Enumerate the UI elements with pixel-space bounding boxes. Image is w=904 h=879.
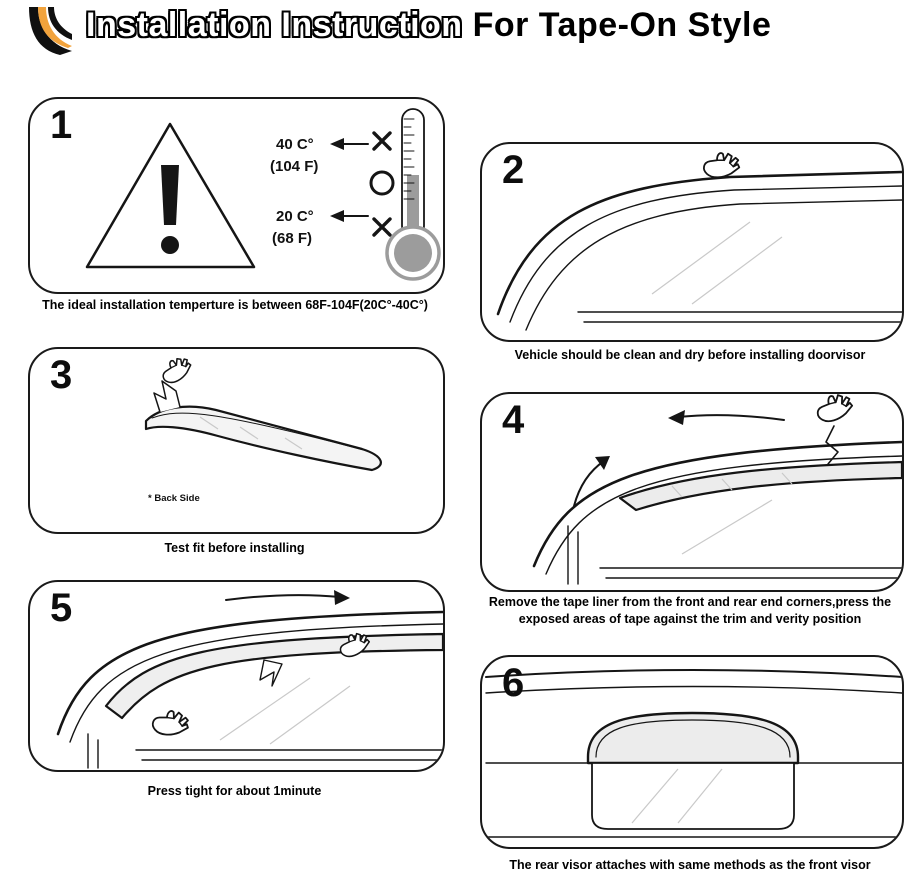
temp-high-c-label: 40 C° — [276, 136, 314, 153]
press-visor-illustration — [56, 590, 443, 769]
step-1-number: 1 — [50, 103, 73, 147]
right-arrow-icon — [225, 590, 350, 605]
roof-lines — [485, 669, 902, 694]
step-6-number: 6 — [502, 661, 525, 705]
temp-low-c-label: 20 C° — [276, 208, 314, 225]
car-window-outline — [56, 610, 443, 769]
glass-reflection-lines — [651, 221, 783, 305]
rear-visor-illustration — [485, 669, 902, 838]
step-1-caption: The ideal installation temperture is bet… — [42, 298, 428, 312]
temp-high-f-label: (104 F) — [270, 158, 318, 175]
step-4-number: 4 — [502, 398, 525, 442]
exclamation-bar — [161, 165, 179, 225]
peeled-tape-liner — [153, 380, 181, 413]
visor-shape — [618, 460, 902, 512]
left-arrow-icon-bottom — [330, 210, 369, 222]
visor-test-fit-illustration: * Back Side — [144, 354, 382, 504]
body-lines — [485, 762, 902, 838]
visor-shape — [144, 405, 382, 472]
left-arrow-icon-top — [330, 138, 369, 150]
step-2-caption: Vehicle should be clean and dry before i… — [514, 348, 866, 362]
step-6-caption: The rear visor attaches with same method… — [509, 858, 871, 872]
tape-tab — [259, 659, 283, 687]
exclamation-dot — [161, 236, 179, 254]
brand-orange-wedge — [38, 7, 72, 48]
hand-icon — [815, 394, 855, 424]
step-1-panel: 1 40 C° (104 F) 20 C° (68 F) — [28, 97, 445, 294]
glass-reflection-line — [681, 499, 773, 555]
step-3-number: 3 — [50, 353, 73, 397]
clean-window-illustration — [496, 149, 902, 331]
back-side-label: * Back Side — [148, 493, 200, 504]
step-2-panel: 2 — [480, 142, 904, 342]
left-arrow-icon — [668, 410, 785, 425]
car-window-outline — [496, 170, 902, 331]
car-window-outline — [532, 440, 902, 585]
remove-liner-illustration — [532, 394, 902, 585]
rear-window-outline — [591, 762, 795, 830]
warning-triangle-icon — [85, 122, 256, 269]
curved-up-arrow-icon — [573, 456, 610, 507]
step-3-panel: 3 * Back Side — [28, 347, 445, 534]
temp-low-f-label: (68 F) — [272, 230, 312, 247]
thermometer-icon — [385, 108, 441, 281]
step-4-panel: 4 — [480, 392, 904, 592]
title-outline: Installation Instruction — [86, 6, 463, 44]
tape-liner-strip — [825, 425, 839, 465]
step-3-caption: Test fit before installing — [164, 541, 305, 555]
brand-icon — [29, 7, 72, 55]
ok-circle-icon — [369, 170, 395, 196]
visor-shape — [586, 711, 800, 765]
brand-outer-wedge — [29, 7, 72, 55]
title-solid: For Tape-On Style — [472, 6, 772, 44]
hand-icon — [158, 354, 195, 386]
brand-inner-wedge — [48, 7, 72, 40]
cross-icon-bottom — [372, 217, 392, 237]
visor-shape — [104, 632, 443, 720]
cross-icon-top — [372, 131, 392, 151]
step-4-caption: Remove the tape liner from the front and… — [488, 595, 892, 626]
glass-reflection-lines — [219, 677, 351, 745]
step-2-number: 2 — [502, 148, 525, 192]
step-5-caption: Press tight for about 1minute — [147, 784, 322, 798]
temperature-illustration: 40 C° (104 F) 20 C° (68 F) — [85, 108, 441, 281]
hand-icon-left — [149, 705, 193, 742]
step-5-panel: 5 — [28, 580, 445, 772]
step-5-number: 5 — [50, 586, 73, 630]
step-6-panel: 6 — [480, 655, 904, 849]
